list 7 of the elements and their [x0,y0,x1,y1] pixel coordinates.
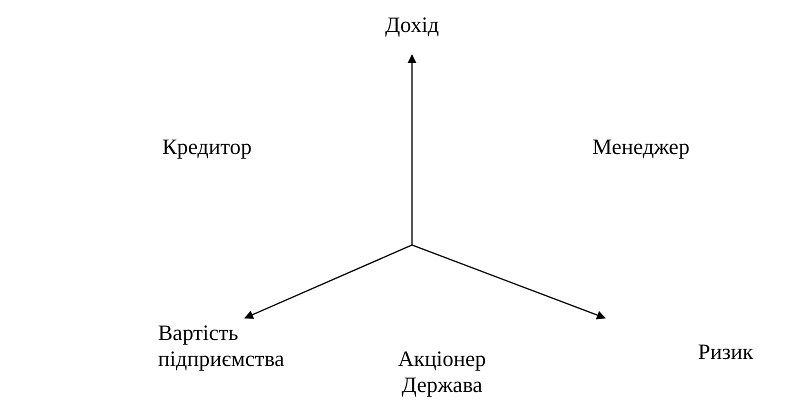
axis-label: Дохід [385,12,439,38]
axis-label: Вартість підприємства [158,320,286,372]
axis-label: Акціонер [398,346,486,372]
axis-label: Менеджер [592,134,690,160]
axis-label: Ризик [698,339,754,365]
axis-label: Держава [402,372,482,398]
axis-label: Кредитор [162,134,252,160]
